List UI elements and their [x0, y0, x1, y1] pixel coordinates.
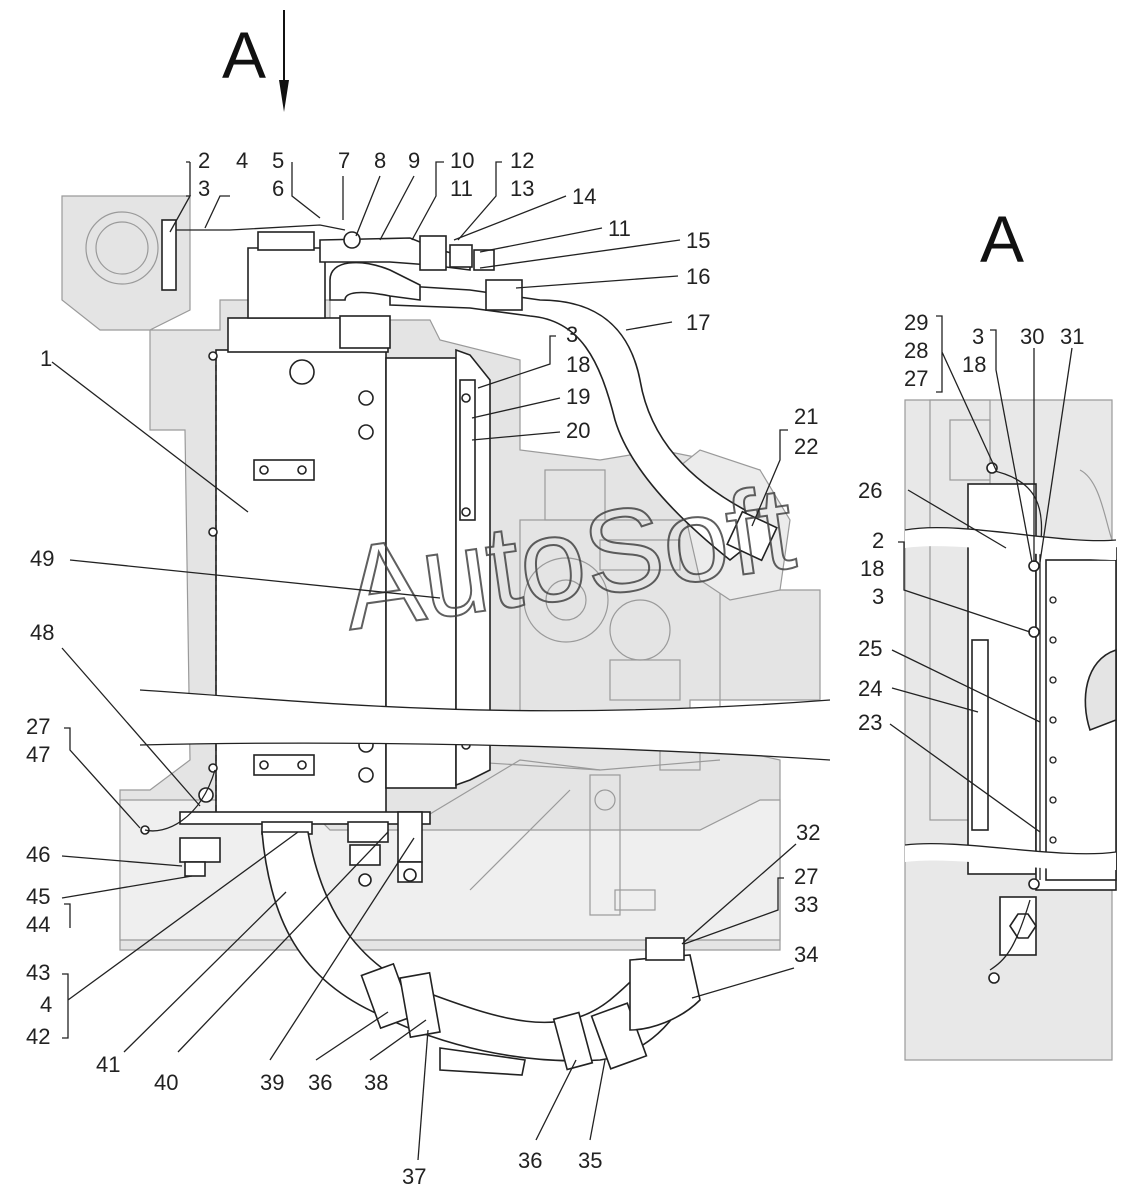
callout-45: 45: [26, 884, 50, 909]
callout-21: 21: [794, 404, 818, 429]
callout-r31: 31: [1060, 324, 1084, 349]
callout-46: 46: [26, 842, 50, 867]
callout-22: 22: [794, 434, 818, 459]
view-a-drawing: [904, 399, 1117, 1061]
hose-clamp-38: [399, 971, 441, 1039]
callout-r18b: 18: [860, 556, 884, 581]
view-label-a-side: A: [980, 202, 1024, 276]
callout-11: 11: [450, 176, 473, 201]
callout-11b: 11: [608, 216, 631, 241]
callout-39: 39: [260, 1070, 284, 1095]
callout-27: 27: [26, 714, 50, 739]
callout-15: 15: [686, 228, 710, 253]
section-break-lines: [139, 689, 831, 761]
connector-32: [645, 937, 685, 961]
hose-clamp-16: [485, 279, 523, 311]
callout-r30: 30: [1020, 324, 1044, 349]
strip-24: [971, 639, 989, 831]
callout-13: 13: [510, 176, 534, 201]
callout-18: 18: [566, 352, 590, 377]
callout-36a: 36: [308, 1070, 332, 1095]
callout-38: 38: [364, 1070, 388, 1095]
callout-6: 6: [272, 176, 284, 201]
callout-17: 17: [686, 310, 710, 335]
hose-clamp-21-22: [726, 510, 778, 562]
callout-r26: 26: [858, 478, 882, 503]
callout-49: 49: [30, 546, 54, 571]
leader-lines: [51, 161, 1073, 1161]
callout-37: 37: [402, 1164, 426, 1189]
callout-40: 40: [154, 1070, 178, 1095]
callout-10: 10: [450, 148, 474, 173]
filler-cap: [257, 231, 315, 251]
callout-36b: 36: [518, 1148, 542, 1173]
callout-9: 9: [408, 148, 420, 173]
elbow-34: [629, 954, 701, 1031]
callout-r24: 24: [858, 676, 882, 701]
shroud-bracket: [459, 379, 476, 521]
callout-16: 16: [686, 264, 710, 289]
callout-r28: 28: [904, 338, 928, 363]
callout-41: 41: [96, 1052, 120, 1077]
callout-r3: 3: [972, 324, 984, 349]
valve-assembly: [161, 219, 495, 301]
callout-r23: 23: [858, 710, 882, 735]
callout-1: 1: [40, 346, 52, 371]
callout-4: 4: [236, 148, 248, 173]
callout-r18: 18: [962, 352, 986, 377]
callout-42: 42: [26, 1024, 50, 1049]
radiator-mounting: [140, 769, 431, 887]
callout-r3b: 3: [872, 584, 884, 609]
callout-4b: 4: [40, 992, 52, 1017]
upper-hose-17: [389, 279, 778, 562]
view-label-a-main: A: [222, 18, 266, 92]
steam-valve: [419, 235, 447, 271]
callout-r29: 29: [904, 310, 928, 335]
callout-8: 8: [374, 148, 386, 173]
filler-neck-housing: [247, 247, 326, 319]
callout-3: 3: [198, 176, 210, 201]
callout-33: 33: [794, 892, 818, 917]
lower-hose-37: [261, 831, 701, 1076]
callout-r27: 27: [904, 366, 928, 391]
callout-48: 48: [30, 620, 54, 645]
view-arrow-icon: [279, 80, 289, 112]
callout-34: 34: [794, 942, 818, 967]
callout-3b: 3: [566, 322, 578, 347]
callout-19: 19: [566, 384, 590, 409]
callout-35: 35: [578, 1148, 602, 1173]
callouts: 2 3 4 5 6 7 8 9 10 11 12 13 14 11 15 16 …: [26, 148, 1084, 1189]
callout-43: 43: [26, 960, 50, 985]
callout-14: 14: [572, 184, 596, 209]
callout-r2: 2: [872, 528, 884, 553]
bolt-holes: [1049, 596, 1057, 844]
view-arrow-a: A: [222, 10, 289, 112]
callout-20: 20: [566, 418, 590, 443]
callout-32: 32: [796, 820, 820, 845]
callout-47: 47: [26, 742, 50, 767]
callout-7: 7: [338, 148, 350, 173]
callout-r25: 25: [858, 636, 882, 661]
callout-12: 12: [510, 148, 534, 173]
callout-2: 2: [198, 148, 210, 173]
rubber-mount: [179, 837, 221, 863]
callout-5: 5: [272, 148, 284, 173]
upper-outlet: [339, 315, 391, 349]
bracket-2-3: [161, 219, 177, 291]
callout-27b: 27: [794, 864, 818, 889]
callout-44: 44: [26, 912, 50, 937]
